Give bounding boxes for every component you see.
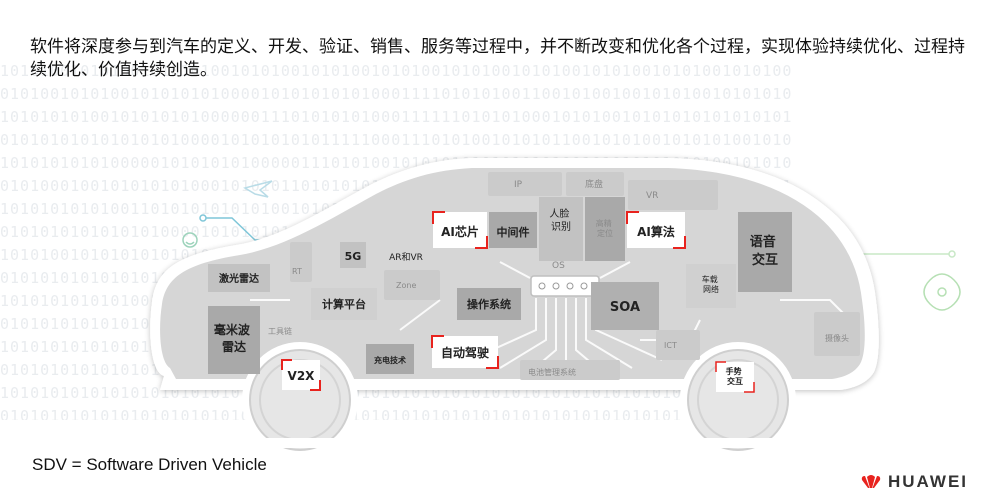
gesture-interaction-line1: 手势 bbox=[726, 366, 742, 376]
binary-row: 0101010101010101010000101010101011111000… bbox=[0, 131, 793, 149]
ai-chip-label: AI芯片 bbox=[441, 224, 479, 239]
compute-platform-label: 计算平台 bbox=[322, 297, 366, 311]
right-connector-lines bbox=[860, 250, 956, 258]
rt-label: RT bbox=[292, 267, 302, 276]
ai-algorithm-block: AI算法 bbox=[626, 211, 686, 249]
face-recognition-block: 人脸 识别 bbox=[539, 197, 583, 261]
huawei-flower-icon bbox=[861, 475, 881, 488]
mmwave-radar-block: 毫米波 雷达 bbox=[208, 306, 260, 374]
mmwave-radar-label: 毫米波 雷达 bbox=[214, 322, 254, 354]
mmwave-radar-line2: 雷达 bbox=[222, 339, 246, 354]
charging-label: 充电技术 bbox=[374, 355, 406, 365]
ip-label: IP bbox=[514, 180, 523, 190]
binary-row: 0101010101010101010101010101010101010101… bbox=[0, 407, 793, 420]
voice-interaction-block: 语音 交互 bbox=[738, 212, 792, 292]
ai-algorithm-label: AI算法 bbox=[637, 224, 675, 239]
lidar-label: 激光雷达 bbox=[219, 272, 259, 285]
zone-label: Zone bbox=[396, 281, 416, 290]
os-connector bbox=[530, 275, 600, 297]
vehicle-network-block: 车载 网络 bbox=[686, 264, 736, 308]
autonomous-driving-block: 自动驾驶 bbox=[431, 335, 499, 369]
binary-row: 1010100101010010101010010101001010100101… bbox=[0, 62, 793, 80]
charging-block: 充电技术 bbox=[366, 344, 414, 374]
flower-logo-icon bbox=[923, 273, 961, 311]
faint-blocks bbox=[290, 172, 860, 380]
ar-vr-label: AR和VR bbox=[389, 252, 423, 263]
binary-row: 0101001010100101010101000010101010101000… bbox=[0, 85, 793, 103]
footer-text: SDV = Software Driven Vehicle bbox=[32, 455, 267, 474]
gesture-interaction-line2: 交互 bbox=[727, 376, 743, 386]
autonomous-driving-label: 自动驾驶 bbox=[441, 345, 489, 360]
huawei-wordmark: HUAWEI bbox=[888, 474, 968, 488]
voice-interaction-line1: 语音 bbox=[750, 234, 776, 250]
hd-positioning-line1: 高精 bbox=[596, 218, 612, 228]
huawei-logo: HUAWEI bbox=[858, 474, 998, 488]
mmwave-radar-line1: 毫米波 bbox=[214, 322, 251, 337]
face-recognition-line1: 人脸 bbox=[549, 207, 569, 220]
soa-label: SOA bbox=[610, 300, 640, 315]
hd-positioning-line2: 定位 bbox=[597, 228, 613, 238]
v2x-block: V2X bbox=[281, 359, 321, 391]
rear-wheel bbox=[680, 342, 796, 458]
camera-label: 摄像头 bbox=[825, 333, 849, 343]
voice-interaction-line2: 交互 bbox=[752, 252, 778, 268]
hd-positioning-label: 高精 定位 bbox=[596, 218, 615, 238]
bms-label: 电池管理系统 bbox=[528, 367, 576, 377]
domain-controller-label: 工具链 bbox=[268, 326, 292, 336]
headline-text: 软件将深度参与到汽车的定义、开发、验证、销售、服务等过程中，并不断改变和优化各个… bbox=[30, 37, 965, 80]
os-block: 操作系统 bbox=[457, 288, 521, 320]
middleware-block: 中间件 bbox=[489, 212, 537, 248]
vr-label: VR bbox=[646, 191, 658, 201]
lidar-block: 激光雷达 bbox=[208, 264, 270, 292]
vehicle-network-label: 车载 网络 bbox=[702, 274, 721, 294]
middleware-label: 中间件 bbox=[497, 225, 530, 239]
v2x-label: V2X bbox=[288, 369, 316, 383]
soa-block: SOA bbox=[591, 282, 659, 330]
fiveg-label: 5G bbox=[345, 250, 362, 263]
ict-label: ICT bbox=[664, 341, 677, 350]
face-recognition-label: 人脸 识别 bbox=[549, 207, 572, 233]
vehicle-network-line1: 车载 bbox=[702, 274, 718, 284]
smiley-icon bbox=[182, 232, 198, 248]
compute-platform-block: 计算平台 bbox=[311, 288, 377, 320]
gesture-interaction-block: 手势 交互 bbox=[715, 361, 755, 393]
vehicle-network-line2: 网络 bbox=[703, 284, 719, 294]
gesture-interaction-label: 手势 交互 bbox=[726, 366, 745, 386]
hd-positioning-block: 高精 定位 bbox=[585, 197, 625, 261]
face-recognition-line2: 识别 bbox=[551, 221, 571, 233]
binary-row: 1010101010010101010100000011101010101000… bbox=[0, 108, 793, 126]
chassis-label: 底盘 bbox=[585, 178, 603, 190]
os-label: 操作系统 bbox=[467, 297, 511, 311]
os-small-label: OS bbox=[552, 261, 565, 271]
fiveg-block: 5G bbox=[340, 242, 366, 268]
ai-chip-block: AI芯片 bbox=[432, 211, 488, 249]
voice-interaction-label: 语音 交互 bbox=[750, 234, 781, 268]
airplane-icon bbox=[243, 180, 273, 198]
